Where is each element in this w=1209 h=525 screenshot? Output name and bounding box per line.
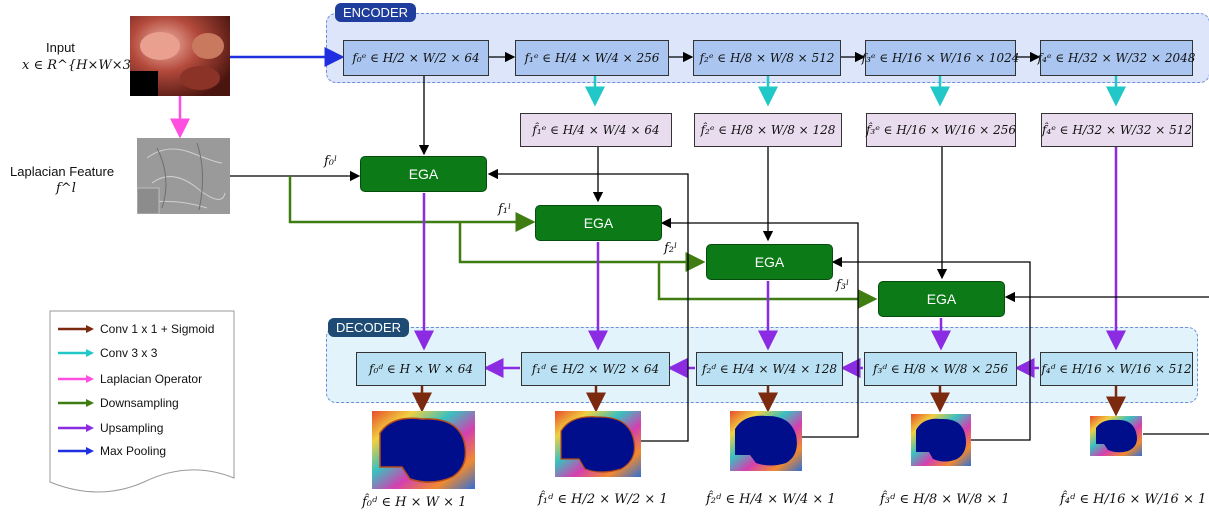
decoder-feature-2: f₂ᵈ ∈ H/4 × W/4 × 128 [696, 352, 843, 386]
laplacian-image [137, 138, 230, 214]
encoder-feature-4: f₄ᵉ ∈ H/32 × W/32 × 2048 [1038, 40, 1195, 76]
decoder-title: DECODER [328, 318, 410, 337]
decoder-feature-1: f₁ᵈ ∈ H/2 × W/2 × 64 [521, 352, 670, 386]
legend-item-maxpooling: Max Pooling [58, 444, 166, 458]
laplacian-level-1: f₁ˡ [498, 202, 512, 217]
ega-block-0: EGA [360, 156, 487, 192]
prediction-map-1 [555, 411, 641, 477]
laplacian-level-0: f₀ˡ [324, 154, 338, 169]
legend-item-upsampling: Upsampling [58, 421, 163, 435]
output-label-3: f̂₃ᵈ ∈ H/8 × W/8 × 1 [880, 492, 1010, 507]
legend-item-conv3x3: Conv 3 x 3 [58, 346, 157, 360]
input-image [130, 16, 230, 96]
encoder-feature-0: f₀ᵉ ∈ H/2 × W/2 × 64 [343, 40, 489, 76]
prediction-map-2 [730, 411, 802, 471]
ega-block-1: EGA [535, 205, 662, 241]
input-label: Input [46, 40, 75, 55]
output-label-1: f̂₁ᵈ ∈ H/2 × W/2 × 1 [538, 492, 668, 507]
decoder-feature-3: f₃ᵈ ∈ H/8 × W/8 × 256 [864, 352, 1017, 386]
prediction-map-3 [911, 414, 971, 466]
decoder-feature-0: f₀ᵈ ∈ H × W × 64 [356, 352, 486, 386]
laplacian-label: Laplacian Feature [10, 164, 115, 179]
output-label-0: f̂₀ᵈ ∈ H × W × 1 [362, 495, 467, 510]
laplacian-formula: f^l [56, 181, 76, 196]
reduced-feature-4: f̂₄ᵉ ∈ H/32 × W/32 × 512 [1041, 113, 1193, 147]
legend-item-downsampling: Downsampling [58, 396, 179, 410]
input-formula: x ∈ R^{H×W×3} [22, 58, 140, 73]
encoder-feature-2: f₂ᵉ ∈ H/8 × W/8 × 512 [693, 40, 841, 76]
encoder-title: ENCODER [335, 3, 417, 22]
reduced-feature-1: f̂₁ᵉ ∈ H/4 × W/4 × 64 [520, 113, 672, 147]
laplacian-level-3: f₃ˡ [836, 278, 850, 293]
legend-panel [49, 310, 235, 493]
output-label-4: f̂₄ᵈ ∈ H/16 × W/16 × 1 [1060, 492, 1207, 507]
ega-block-3: EGA [878, 281, 1005, 317]
laplacian-level-2: f₂ˡ [664, 241, 678, 256]
encoder-feature-3: f₃ᵉ ∈ H/16 × W/16 × 1024 [862, 40, 1019, 76]
ega-block-2: EGA [706, 244, 833, 280]
legend-item-conv1x1: Conv 1 x 1 + Sigmoid [58, 322, 214, 336]
reduced-feature-3: f̂₃ᵉ ∈ H/16 × W/16 × 256 [866, 113, 1016, 147]
output-label-2: f̂₂ᵈ ∈ H/4 × W/4 × 1 [706, 492, 836, 507]
prediction-map-0 [372, 411, 475, 489]
prediction-map-4 [1090, 416, 1142, 456]
legend-item-laplacian: Laplacian Operator [58, 372, 202, 386]
reduced-feature-2: f̂₂ᵉ ∈ H/8 × W/8 × 128 [694, 113, 842, 147]
encoder-feature-1: f₁ᵉ ∈ H/4 × W/4 × 256 [515, 40, 669, 76]
decoder-feature-4: f₄ᵈ ∈ H/16 × W/16 × 512 [1040, 352, 1193, 386]
